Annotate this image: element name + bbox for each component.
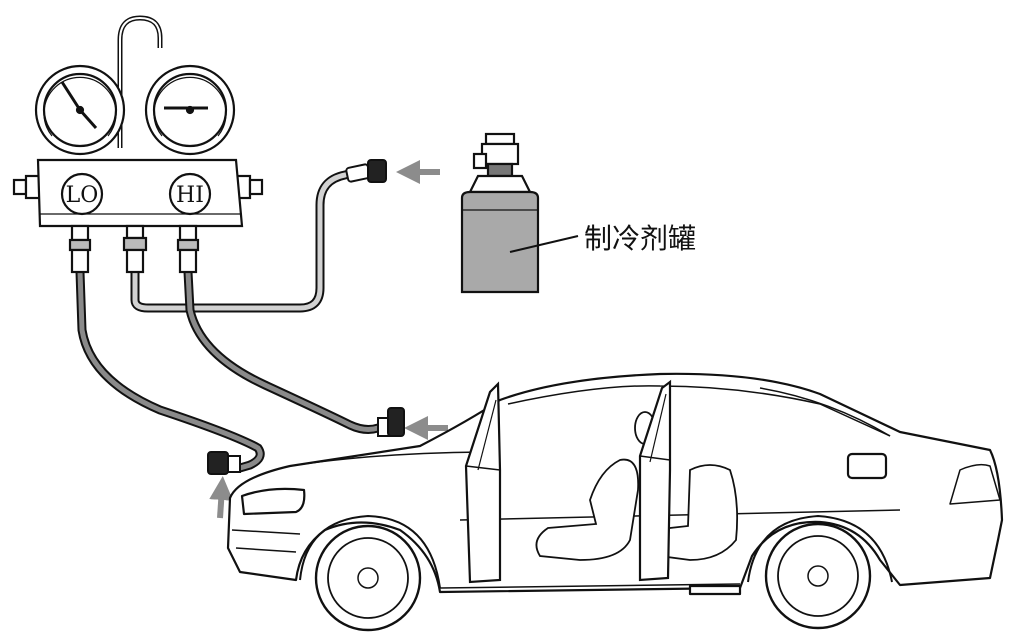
front-seat (535, 458, 640, 561)
refrigerant-can (460, 132, 540, 294)
hoses (75, 167, 383, 473)
center-hose (130, 167, 360, 313)
fuel-door (846, 452, 888, 480)
low-side-coupler (207, 451, 241, 475)
rear-door-open (638, 379, 672, 582)
hi-label: HI (176, 183, 204, 208)
low-valve-knob (12, 174, 42, 200)
can-coupler (345, 159, 387, 183)
flow-arrows (209, 160, 448, 519)
headlight (240, 487, 306, 516)
front-door-open (464, 381, 502, 584)
seats (535, 411, 739, 561)
rear-wheel (764, 522, 872, 630)
lo-label: LO (66, 183, 99, 208)
manifold-gauge-set (12, 15, 264, 274)
high-side-hose (183, 267, 383, 434)
high-side-coupler (377, 407, 405, 437)
fittings (68, 224, 200, 274)
refrigerant-can-label: 制冷剂罐 (584, 222, 696, 255)
arrow-icon (209, 476, 234, 519)
front-wheel (314, 524, 422, 632)
can-leader-line (509, 235, 579, 253)
high-pressure-gauge (144, 64, 236, 156)
low-pressure-gauge (34, 64, 126, 156)
low-side-hose (75, 267, 265, 473)
